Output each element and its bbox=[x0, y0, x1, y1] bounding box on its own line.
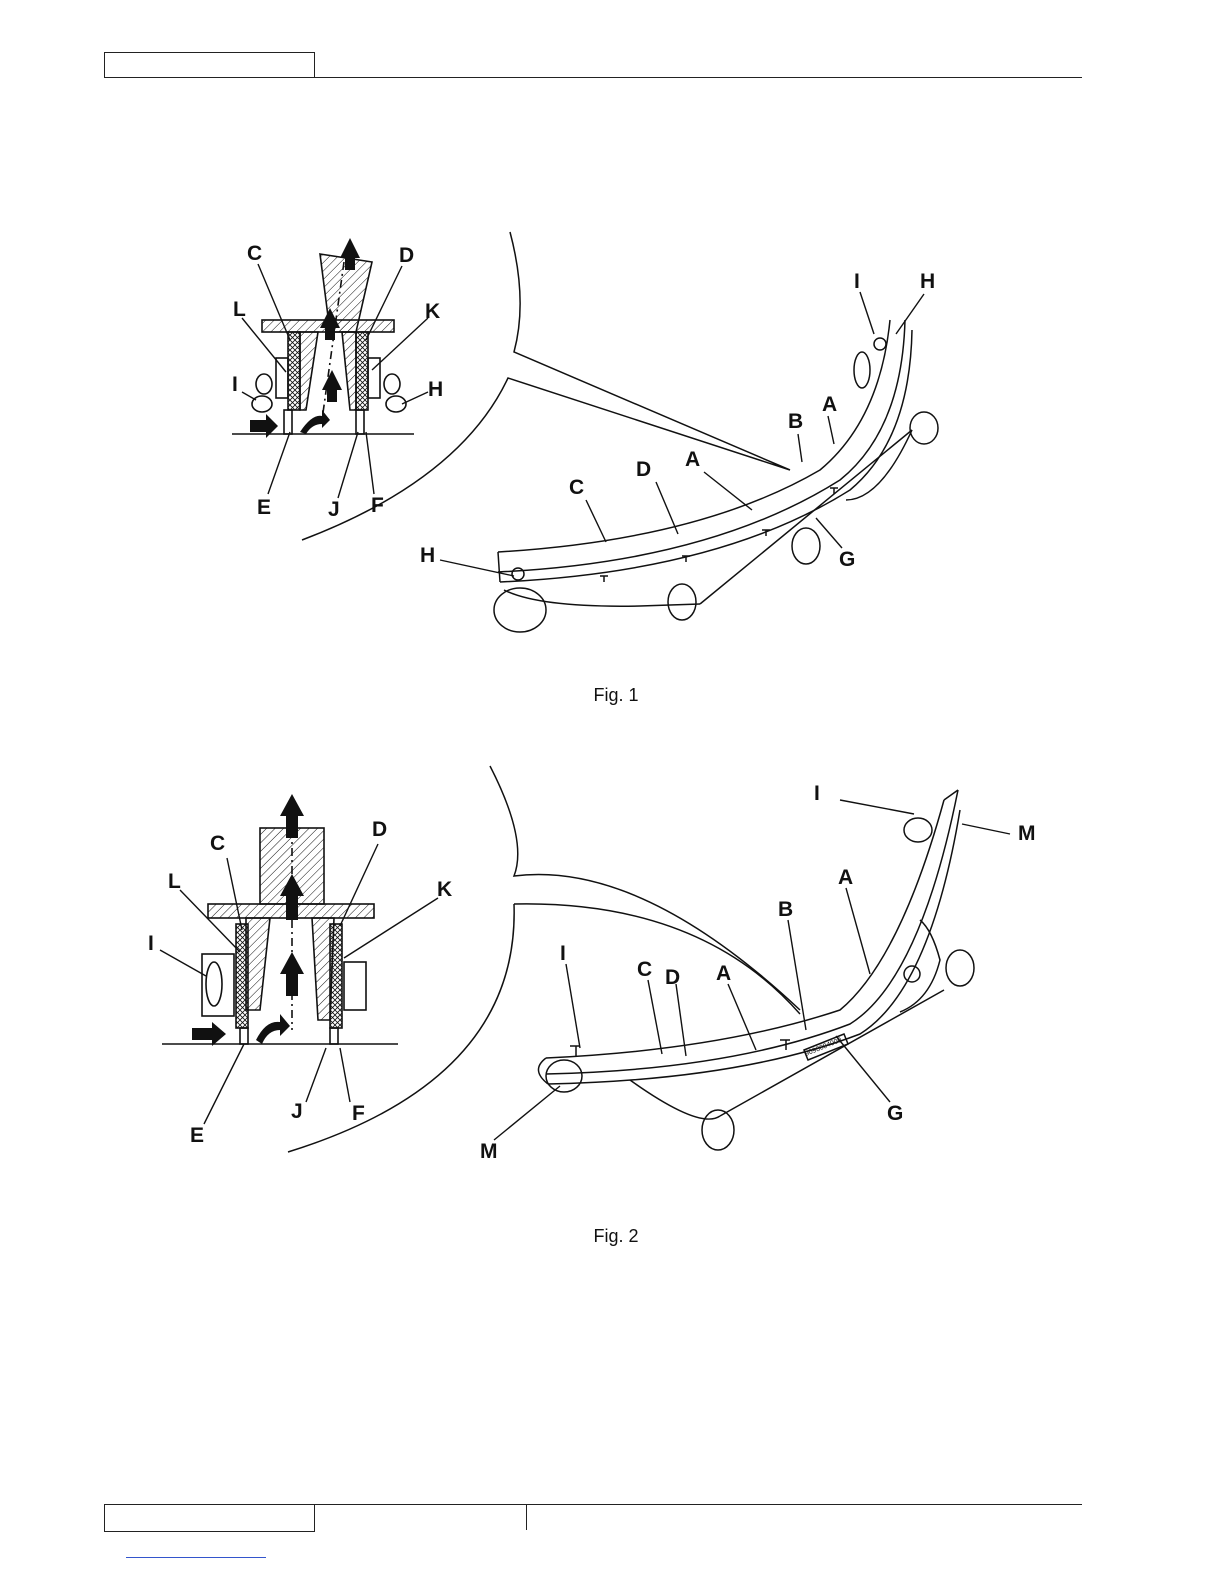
callout-label: C bbox=[210, 832, 225, 855]
callout-label: A bbox=[822, 393, 837, 416]
callout-label: I bbox=[854, 270, 860, 293]
callout-label: I bbox=[232, 373, 238, 396]
callout-label: M bbox=[1018, 822, 1036, 845]
header-rule bbox=[104, 77, 1082, 78]
callout-label: E bbox=[257, 496, 271, 519]
callout-label: D bbox=[372, 818, 387, 841]
fig1-squeegee-assembly bbox=[494, 320, 938, 632]
callout-label: L bbox=[233, 298, 246, 321]
callout-label: E bbox=[190, 1124, 204, 1147]
callout-label: M bbox=[480, 1140, 498, 1163]
callout-label: K bbox=[437, 878, 452, 901]
callout-label: I bbox=[560, 942, 566, 965]
callout-label: J bbox=[328, 498, 340, 521]
callout-label: L bbox=[168, 870, 181, 893]
fig1-section-detail bbox=[232, 254, 414, 434]
fig2-section-detail bbox=[162, 828, 398, 1044]
callout-label: B bbox=[788, 410, 803, 433]
callout-label: J bbox=[291, 1100, 303, 1123]
figure-1: C D L K I H E J F I H B A D A C H G bbox=[0, 220, 1224, 650]
footer-link-underline[interactable] bbox=[126, 1557, 266, 1558]
callout-label: I bbox=[814, 782, 820, 805]
callout-label: H bbox=[920, 270, 935, 293]
callout-label: G bbox=[887, 1102, 903, 1125]
callout-label: A bbox=[838, 866, 853, 889]
callout-label: C bbox=[569, 476, 584, 499]
fig2-squeegee-assembly bbox=[538, 790, 974, 1150]
callout-label: C bbox=[247, 242, 262, 265]
callout-label: D bbox=[399, 244, 414, 267]
callout-label: B bbox=[778, 898, 793, 921]
callout-label: D bbox=[665, 966, 680, 989]
header-box bbox=[104, 52, 315, 78]
callout-label: G bbox=[839, 548, 855, 571]
figure-1-caption: Fig. 1 bbox=[0, 685, 1224, 706]
callout-label: A bbox=[685, 448, 700, 471]
figure-1-drawing: C D L K I H E J F I H B A D A C H G bbox=[0, 220, 1224, 650]
callout-label: C bbox=[637, 958, 652, 981]
callout-label: F bbox=[371, 494, 384, 517]
callout-label: F bbox=[352, 1102, 365, 1125]
callout-label: H bbox=[420, 544, 435, 567]
figure-2-drawing: 9098004000 bbox=[0, 760, 1224, 1170]
footer-divider bbox=[526, 1504, 527, 1530]
callout-label: D bbox=[636, 458, 651, 481]
callout-label: H bbox=[428, 378, 443, 401]
callout-label: K bbox=[425, 300, 440, 323]
figure-2-caption: Fig. 2 bbox=[0, 1226, 1224, 1247]
footer-box bbox=[104, 1504, 315, 1532]
callout-label: I bbox=[148, 932, 154, 955]
callout-label: A bbox=[716, 962, 731, 985]
figure-2: 9098004000 bbox=[0, 760, 1224, 1170]
